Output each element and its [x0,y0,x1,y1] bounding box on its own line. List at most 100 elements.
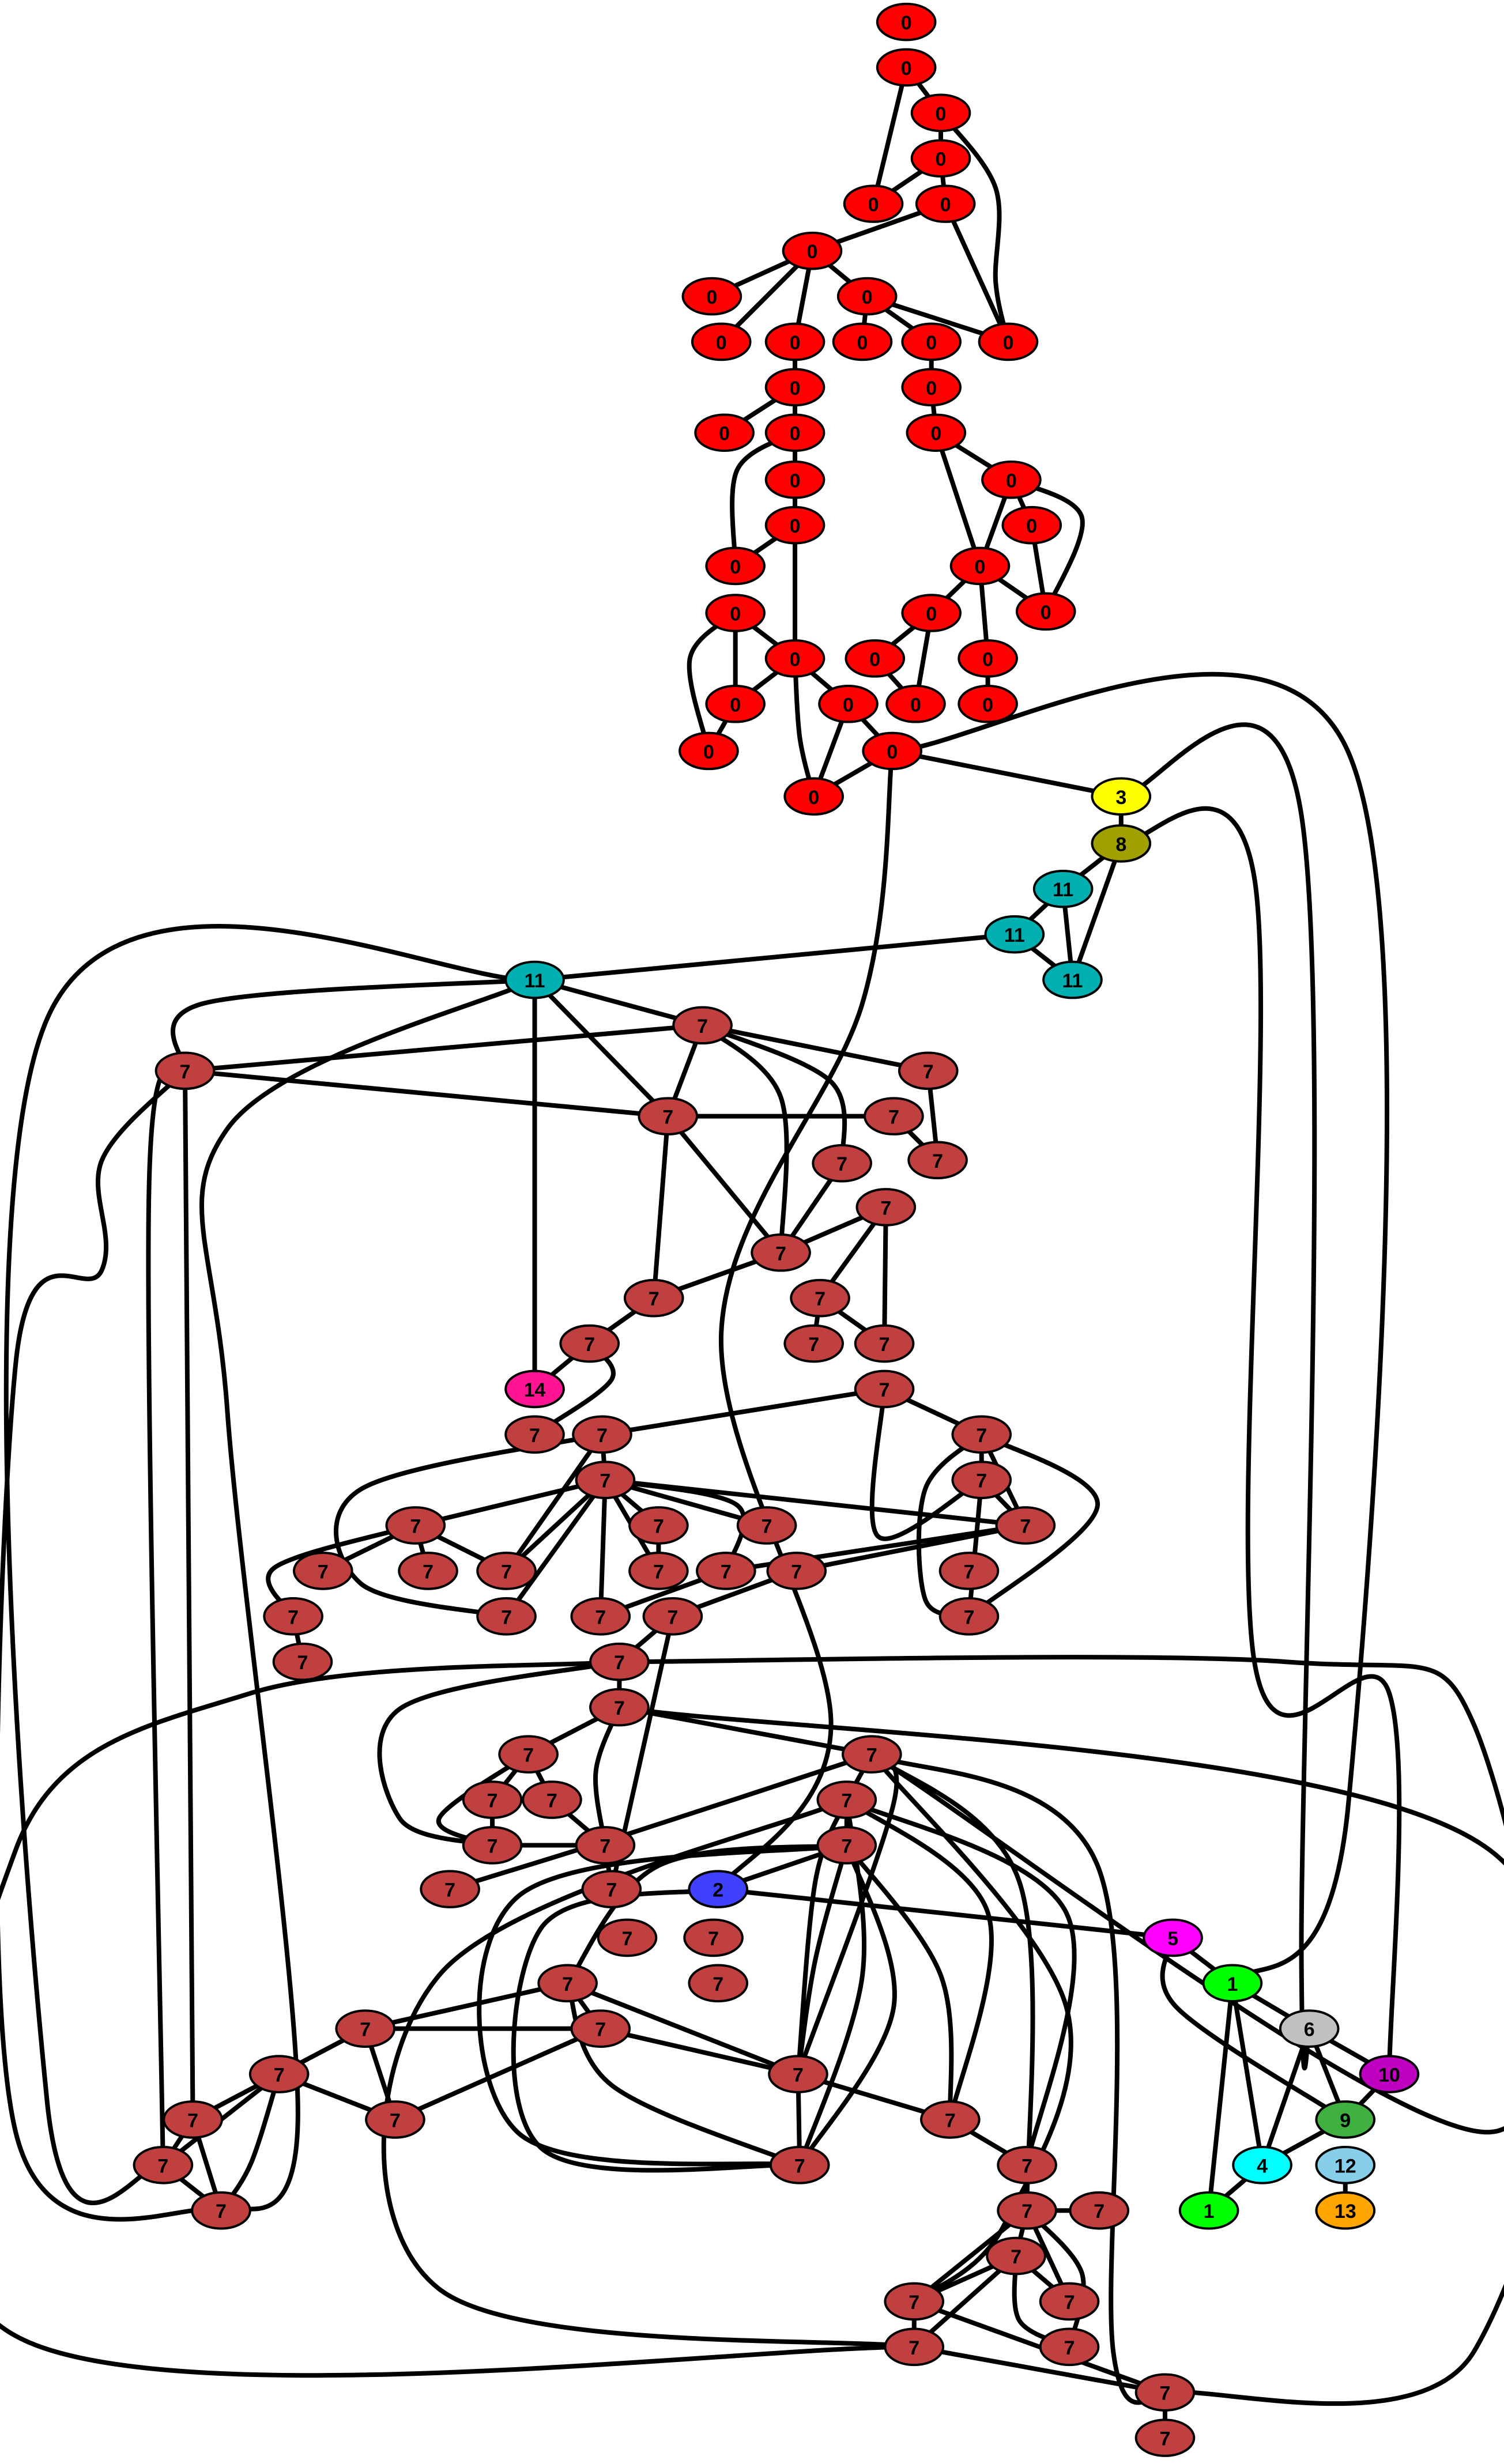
graph-node: 0 [1015,592,1076,631]
node-label: 7 [1021,2201,1032,2222]
graph-node: 0 [681,277,742,316]
node-label: 7 [976,1470,987,1492]
graph-node: 7 [766,1552,827,1590]
node-label: 0 [857,332,868,354]
graph-node: 0 [818,685,879,723]
graph-node: 7 [951,1461,1012,1499]
graph-node: 7 [986,2236,1046,2276]
graph-node: 7 [462,1826,523,1865]
node-label: 7 [775,1243,786,1265]
graph-node: 0 [705,594,766,632]
node-ellipse [812,1144,872,1183]
node-label: 1 [1227,1974,1238,1995]
graph-node: 1 [1202,1964,1263,2003]
node-ellipse [884,2282,945,2321]
node-label: 0 [1041,602,1051,624]
node-label: 7 [721,1561,732,1583]
node-ellipse [764,639,825,678]
graph-node: 7 [1134,2418,1196,2457]
graph-node: 7 [623,1278,684,1318]
graph-node: 0 [958,639,1018,678]
graph-node: 0 [764,413,825,452]
node-ellipse [575,1461,636,1499]
node-ellipse [248,2055,310,2093]
graph-node: 0 [764,461,825,499]
node-label: 7 [562,1974,573,1995]
graph-node: 7 [163,2100,223,2139]
node-ellipse [764,505,825,545]
graph-node: 7 [504,1415,565,1454]
graph-node: 11 [504,960,565,999]
graph-node: 7 [688,1964,749,2003]
graph-node: 7 [385,1506,446,1545]
node-ellipse [293,1552,353,1590]
node-ellipse [1359,2055,1420,2093]
node-label: 7 [1159,2383,1170,2405]
node-ellipse [385,1506,446,1545]
node-label: 0 [926,332,937,354]
graph-node: 11 [1042,960,1103,999]
node-label: 7 [836,1153,847,1175]
node-ellipse [681,277,742,316]
graph-edge [938,110,1011,344]
graph-node: 0 [764,639,825,678]
graph-node: 7 [522,1780,582,1819]
graph-edge [171,978,537,1073]
graph-node: 7 [575,1461,636,1499]
node-ellipse [672,1006,733,1045]
node-ellipse [915,184,976,223]
node-ellipse [628,1552,689,1590]
graph-node: 7 [575,1826,636,1865]
graph-node: 0 [783,777,845,816]
graph-node: 7 [335,2009,396,2048]
node-ellipse [836,277,898,316]
node-ellipse [263,1597,323,1636]
node-ellipse [504,1369,565,1409]
node-label: 7 [649,1288,659,1310]
graph-node: 7 [462,1780,523,1819]
node-label: 7 [390,2110,401,2131]
node-ellipse [504,960,565,999]
node-ellipse [597,1918,658,1957]
graph-node: 7 [154,1051,216,1091]
node-label: 7 [288,1606,299,1628]
graph-node: 7 [736,1506,797,1545]
node-label: 7 [879,1379,890,1401]
node-ellipse [910,93,971,133]
node-label: 0 [869,648,880,670]
node-ellipse [335,2009,396,2048]
node-ellipse [764,368,825,407]
node-ellipse [783,777,845,816]
graph-node: 7 [864,1097,924,1135]
node-label: 14 [524,1379,546,1401]
graph-edge [700,1022,789,1255]
node-label: 7 [600,1835,610,1857]
graph-node: 7 [884,2327,945,2367]
node-label: 7 [1064,2337,1075,2359]
node-label: 0 [719,423,730,445]
node-label: 0 [975,556,986,578]
node-ellipse [688,1964,749,2003]
node-ellipse [906,413,967,452]
node-label: 7 [179,1061,190,1083]
graph-node: 12 [1315,2146,1376,2184]
graph-node: 7 [855,1188,917,1227]
graph-node: 0 [901,594,962,632]
graph-node: 3 [1091,777,1152,816]
node-ellipse [420,1870,480,1908]
node-label: 7 [963,1561,974,1583]
node-ellipse [816,1780,877,1819]
node-ellipse [696,1552,756,1590]
node-ellipse [498,1735,559,1774]
node-label: 0 [1002,332,1013,354]
node-ellipse [642,1597,703,1636]
graph-edge [1207,1980,1235,2213]
graph-node: 7 [995,1506,1056,1545]
node-label: 7 [216,2201,227,2222]
node-label: 7 [297,1652,308,1674]
node-label: 0 [730,603,741,625]
node-label: 7 [614,1652,625,1674]
graph-node: 0 [843,184,904,223]
node-ellipse [958,685,1018,723]
